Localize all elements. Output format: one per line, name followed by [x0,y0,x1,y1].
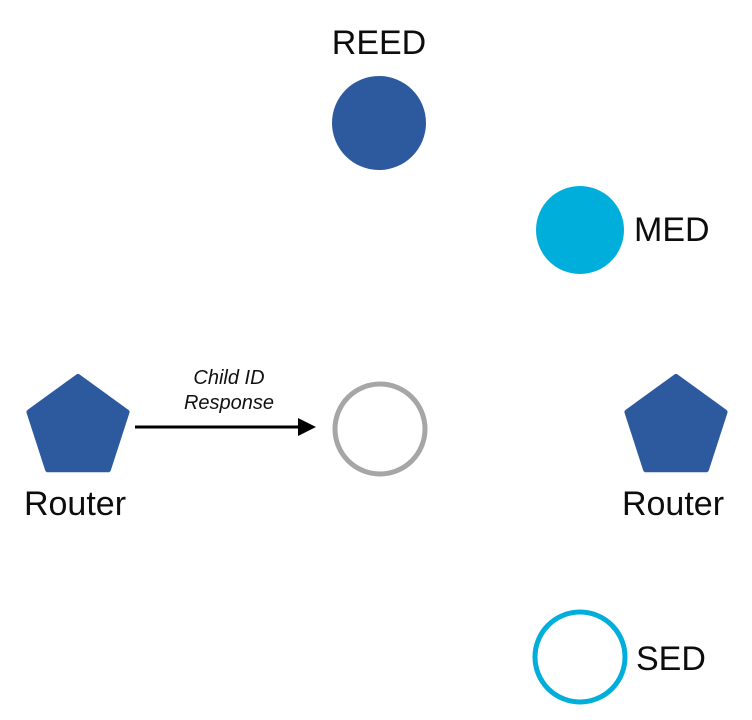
med-circle-icon[interactable] [536,186,624,274]
edge-label-line2: Response [184,392,274,414]
node-label-router-left: Router [24,485,126,523]
arrowhead-icon [298,418,316,436]
node-joining-device[interactable] [332,381,428,477]
node-sed[interactable]: SED [532,609,706,705]
node-reed[interactable]: REED [332,24,426,170]
node-label-router-right: Router [622,485,724,523]
router-pentagon-icon[interactable] [26,374,130,473]
sed-circle-icon[interactable] [532,609,628,705]
node-med[interactable]: MED [536,186,710,274]
node-label-med: MED [634,211,710,249]
edge-child-id-response: Child ID Response [135,367,316,436]
node-router-right[interactable]: Router [622,374,728,523]
router-pentagon-icon[interactable] [624,374,728,473]
node-label-sed: SED [636,640,706,678]
edge-label-line1: Child ID [193,367,264,389]
joining-device-circle-icon[interactable] [332,381,428,477]
node-label-reed: REED [332,24,426,62]
reed-circle-icon[interactable] [332,76,426,170]
node-router-left[interactable]: Router [24,374,130,523]
